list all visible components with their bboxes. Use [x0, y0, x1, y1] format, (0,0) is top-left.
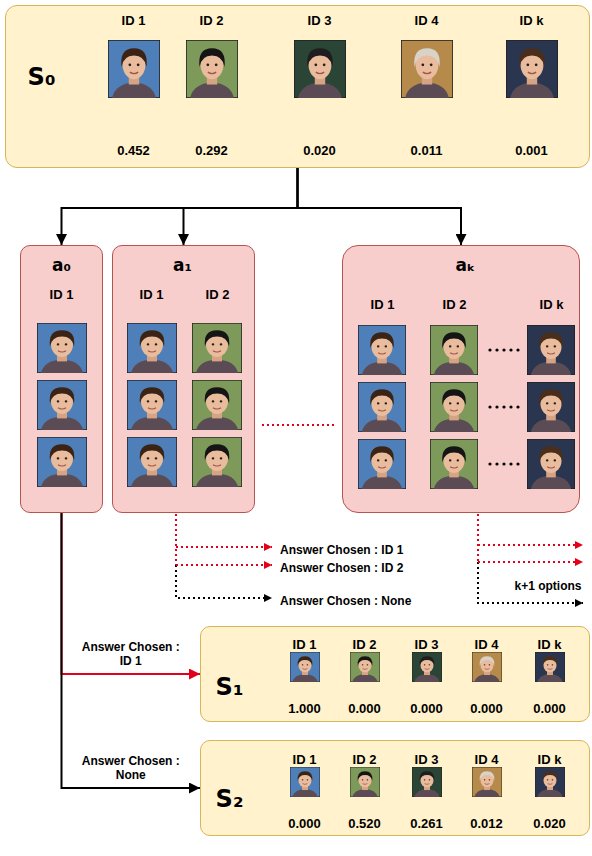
- transition-arrow: [62, 513, 201, 788]
- face-photo: [294, 40, 346, 98]
- face-photo: [412, 767, 442, 797]
- probability-value: 0.020: [533, 816, 566, 831]
- probability-value: 0.011: [411, 143, 443, 158]
- id-label: ID 1: [50, 287, 74, 302]
- id-label: ID k: [538, 752, 562, 767]
- branch-arrow: [184, 168, 298, 245]
- id-label: ID k: [538, 637, 562, 652]
- transition-arrow: [62, 513, 201, 674]
- face-photo: [430, 439, 478, 489]
- id-label: ID 3: [415, 752, 439, 767]
- branch-arrow: [298, 168, 462, 245]
- face-photo: [127, 323, 177, 373]
- id-label: ID 2: [443, 297, 467, 312]
- edge-label: Answer Chosen : ID 1: [76, 640, 186, 668]
- face-photo: [192, 437, 242, 487]
- state-label: S₀: [28, 64, 56, 92]
- face-photo: [290, 767, 320, 797]
- id-label: ID 4: [475, 752, 499, 767]
- probability-value: 0.000: [288, 816, 321, 831]
- face-photo: [350, 767, 380, 797]
- action-label: aₖ: [456, 256, 476, 276]
- edge-label: Answer Chosen : None: [76, 754, 186, 782]
- face-photo: [350, 652, 380, 682]
- probability-value: 0.000: [533, 701, 566, 716]
- option-label: k+1 options: [514, 580, 581, 594]
- face-photo: [358, 325, 406, 375]
- state-box: S₁ ID 1 ID 2 ID 3 ID 4 ID k 1.000 0.000 0.000 0.0…: [200, 626, 590, 722]
- id-label: ID 1: [371, 297, 395, 312]
- id-label: ID 2: [206, 287, 230, 302]
- id-label: ID 2: [353, 752, 377, 767]
- probability-value: 0.020: [303, 143, 336, 158]
- face-photo: [37, 323, 87, 373]
- probability-value: 0.000: [470, 701, 503, 716]
- option-leaders: [176, 514, 583, 603]
- id-label: ID k: [520, 13, 544, 28]
- probability-value: 0.000: [410, 701, 443, 716]
- id-label: ID k: [540, 297, 564, 312]
- face-photo: [192, 380, 242, 430]
- id-label: ID 1: [122, 13, 146, 28]
- option-label: Answer Chosen : ID 2: [280, 562, 403, 576]
- face-photo: [535, 767, 565, 797]
- face-photo: [430, 382, 478, 432]
- id-label: ID 3: [415, 637, 439, 652]
- face-photo: [108, 40, 160, 98]
- probability-value: 0.012: [470, 816, 503, 831]
- probability-value: 0.520: [348, 816, 381, 831]
- face-photo: [472, 652, 502, 682]
- probability-value: 0.261: [410, 816, 443, 831]
- probability-value: 0.452: [117, 143, 150, 158]
- face-photo: [37, 437, 87, 487]
- option-label: Answer Chosen : ID 1: [280, 544, 403, 558]
- action-label: a₀: [52, 256, 71, 276]
- state-box: S₂ ID 1 ID 2 ID 3 ID 4 ID k 0.000 0.520 0.261 0.0…: [200, 740, 590, 836]
- probability-value: 0.000: [348, 701, 381, 716]
- face-photo: [127, 437, 177, 487]
- id-label: ID 4: [415, 13, 439, 28]
- id-label: ID 4: [475, 637, 499, 652]
- face-photo: [186, 40, 238, 98]
- id-label: ID 3: [308, 13, 332, 28]
- continuation-dots: [262, 424, 336, 426]
- face-photo: [290, 652, 320, 682]
- face-photo: [358, 382, 406, 432]
- face-photo: [37, 380, 87, 430]
- option-label: Answer Chosen : None: [280, 595, 411, 609]
- id-label: ID 2: [200, 13, 224, 28]
- face-photo: [192, 323, 242, 373]
- face-photo: [506, 40, 558, 98]
- face-photo: [401, 40, 453, 98]
- id-label: ID 1: [293, 752, 317, 767]
- face-photo: [412, 652, 442, 682]
- face-photo: [527, 439, 575, 489]
- face-photo: [430, 325, 478, 375]
- branch-arrow: [62, 168, 298, 245]
- id-label: ID 1: [140, 287, 164, 302]
- state-label: S₂: [216, 786, 244, 814]
- state-label: S₁: [216, 674, 244, 702]
- id-label: ID 1: [293, 637, 317, 652]
- probability-value: 0.292: [195, 143, 228, 158]
- face-photo: [472, 767, 502, 797]
- face-photo: [358, 439, 406, 489]
- probability-value: 0.001: [515, 143, 548, 158]
- face-photo: [527, 382, 575, 432]
- face-photo: [127, 380, 177, 430]
- face-photo: [535, 652, 565, 682]
- face-photo: [527, 325, 575, 375]
- probability-value: 1.000: [288, 701, 321, 716]
- action-label: a₁: [173, 256, 192, 276]
- id-label: ID 2: [353, 637, 377, 652]
